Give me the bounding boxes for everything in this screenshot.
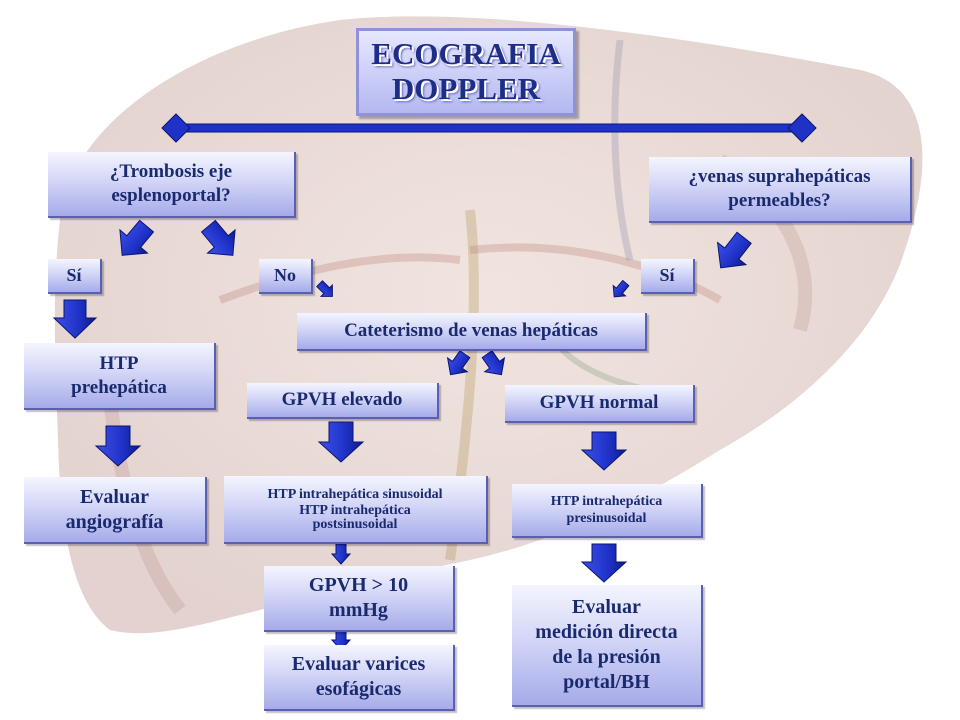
node-gpvh-mayor-10: GPVH > 10 mmHg [264,566,455,632]
node-si-right-label: Sí [659,265,675,286]
node-evaluar-angiografia-label: Evaluar angiografía [65,485,164,533]
node-htp-sinusoidal-label: HTP intrahepática sinusoidal [267,487,443,503]
node-htp-presinusoidal-label: HTP intrahepática presinusoidal [550,493,663,527]
node-venas-label: ¿venas suprahepáticas permeables? [688,166,871,211]
node-si-left: Sí [48,259,102,294]
node-htp-sinusoidal: HTP intrahepática sinusoidal HTP intrahe… [224,476,488,544]
node-si-right: Sí [641,259,695,294]
node-evaluar-varices: Evaluar varices esofágicas [264,645,455,711]
node-htp-presinusoidal: HTP intrahepática presinusoidal [512,484,703,538]
node-si-left-label: Sí [66,265,82,286]
node-no-label: No [274,265,296,286]
node-gpvh-normal-label: GPVH normal [539,392,659,414]
node-no: No [259,259,313,294]
liver-vessel-4 [611,39,634,261]
node-htp-postsinusoidal-label: HTP intrahepática postsinusoidal [299,502,411,532]
ecografia-doppler-title: ECOGRAFIA DOPPLER [356,28,576,116]
node-htp-prehepatica-label: HTP prehepática [71,352,167,398]
node-gpvh-elevado: GPVH elevado [247,383,439,419]
node-cateterismo: Cateterismo de venas hepáticas [297,313,647,351]
node-venas-question: ¿venas suprahepáticas permeables? [649,157,912,223]
node-cateterismo-label: Cateterismo de venas hepáticas [344,320,598,342]
node-evaluar-varices-label: Evaluar varices esofágicas [291,653,426,700]
node-trombosis-question: ¿Trombosis eje esplenoportal? [48,152,296,218]
node-gpvh-normal: GPVH normal [505,385,695,423]
node-evaluar-medicion: Evaluar medición directa de la presión p… [512,585,703,707]
node-evaluar-medicion-label: Evaluar medición directa de la presión p… [535,596,678,693]
liver-vessel-3 [218,253,461,304]
node-gpvh-elevado-label: GPVH elevado [281,389,403,411]
node-gpvh-mayor-10-label: GPVH > 10 mmHg [308,574,409,621]
title-text: ECOGRAFIA DOPPLER [371,36,561,106]
node-htp-prehepatica: HTP prehepática [24,343,216,410]
node-trombosis-label: ¿Trombosis eje esplenoportal? [109,161,233,206]
node-evaluar-angiografia: Evaluar angiografía [24,477,207,544]
